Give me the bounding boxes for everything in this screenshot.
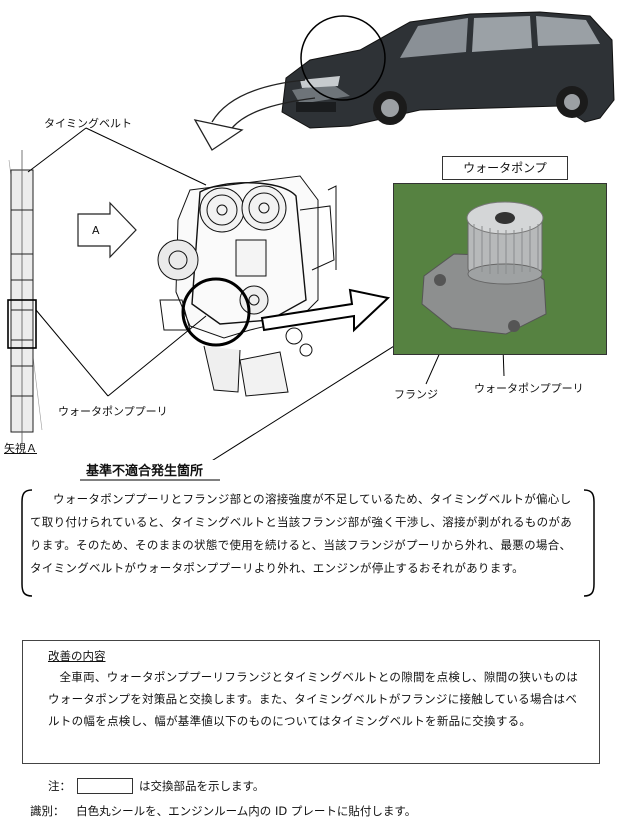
description: ウォータポンププーリとフランジ部との溶接強度が不足しているため、タイミングベルト… — [30, 488, 576, 580]
identification-text: 白色丸シールを、エンジンルーム内の ID プレートに貼付します。 — [76, 804, 417, 818]
callout-line — [212, 335, 411, 460]
diagram-canvas — [7, 11, 615, 460]
belt-side-view — [7, 150, 43, 445]
view-a-arrow — [77, 201, 137, 259]
note: 注： は交換部品を示します。 — [48, 778, 264, 794]
note-prefix: 注： — [48, 779, 71, 793]
note-suffix: は交換部品を示します。 — [139, 779, 265, 793]
car-illustration — [281, 11, 615, 129]
timing-belt-label: タイミングベルト — [44, 117, 132, 130]
curved-arrow — [193, 79, 316, 151]
section-title: 基準不適合発生箇所 — [86, 464, 204, 479]
water-pump-label: ウォータポンプ — [442, 156, 568, 180]
improvement-text: 全車両、ウォータポンププーリフランジとタイミングベルトとの隙間を点検し、隙間の狭… — [48, 670, 579, 728]
photo-arrow — [260, 288, 391, 333]
water-pump-pulley-label-left: ウォータポンププーリ — [58, 405, 168, 418]
view-a-label: 矢視Ａ — [4, 442, 37, 455]
water-pump-photo — [393, 183, 607, 355]
section-title-underline — [80, 479, 220, 481]
replacement-part-legend-box — [77, 778, 133, 794]
description-brackets — [21, 489, 595, 597]
improvement-box — [22, 640, 600, 764]
engine-drawing — [157, 175, 337, 397]
description-text: ウォータポンププーリとフランジ部との溶接強度が不足しているため、タイミングベルト… — [30, 492, 572, 575]
arrow-a-label: A — [92, 224, 100, 237]
water-pump-pulley-label-right: ウォータポンププーリ — [474, 382, 584, 395]
improvement-body: 全車両、ウォータポンププーリフランジとタイミングベルトとの隙間を点検し、隙間の狭… — [48, 666, 584, 732]
improvement-title: 改善の内容 — [48, 649, 106, 663]
timing-belt-leaders — [27, 127, 207, 186]
identification-label: 識別： — [30, 804, 65, 818]
water-pump-image — [394, 184, 606, 354]
flange-label: フランジ — [394, 388, 438, 401]
pulley-leaders-left — [35, 309, 207, 397]
identification: 識別： 白色丸シールを、エンジンルーム内の ID プレートに貼付します。 — [30, 803, 424, 819]
